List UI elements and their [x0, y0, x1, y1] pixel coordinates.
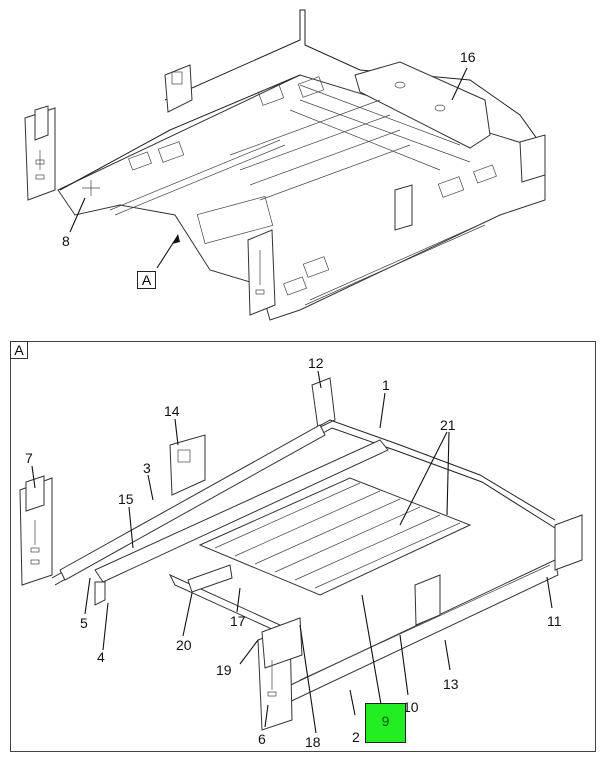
leader-17 [236, 587, 241, 613]
leader-7 [31, 465, 36, 489]
callout-11[interactable]: 11 [547, 613, 562, 629]
leader-6 [264, 704, 269, 728]
overview-drawing [24, 9, 546, 321]
leader-10 [399, 634, 409, 696]
bracket-14 [169, 434, 206, 496]
leader-14 [174, 418, 179, 446]
detail-view-frame [10, 341, 596, 752]
leader-8 [69, 197, 86, 233]
leader-1 [379, 392, 386, 429]
right-bracket-11 [554, 514, 583, 571]
callout-4[interactable]: 4 [97, 649, 105, 665]
callout-18[interactable]: 18 [305, 734, 321, 750]
leader-20 [182, 592, 193, 637]
leader-18 [299, 624, 317, 734]
leader-13 [444, 639, 451, 671]
emboss-pattern [82, 76, 497, 306]
callout-8[interactable]: 8 [62, 233, 70, 249]
view-marker-a[interactable]: A [137, 271, 156, 289]
callout-13[interactable]: 13 [443, 676, 459, 692]
callout-20[interactable]: 20 [176, 637, 192, 653]
callout-1[interactable]: 1 [382, 377, 390, 393]
leader-19 [239, 639, 259, 665]
detail-view-tag: A [10, 341, 28, 359]
front-pillar [247, 229, 276, 316]
view-arrow-head [172, 234, 180, 244]
callout-17[interactable]: 17 [230, 613, 246, 629]
cross-member-17 [168, 573, 287, 637]
leader-12 [317, 370, 322, 389]
callout-3[interactable]: 3 [143, 460, 151, 476]
leader-5 [84, 577, 91, 615]
leader-11 [546, 576, 553, 609]
leader-15 [128, 506, 134, 549]
leader-21a [399, 431, 448, 526]
latch-bracket [414, 574, 441, 626]
callout-6[interactable]: 6 [258, 731, 266, 747]
callout-14[interactable]: 14 [164, 403, 180, 419]
callout-9-highlighted[interactable]: 9 [365, 703, 406, 743]
leader-16 [451, 67, 468, 101]
leader-4 [102, 602, 109, 651]
callout-15[interactable]: 15 [118, 491, 134, 507]
hump-cover [354, 61, 491, 149]
callout-19[interactable]: 19 [216, 662, 232, 678]
side-rail-3 [59, 424, 326, 581]
view-arrow-line [156, 239, 176, 269]
callout-5[interactable]: 5 [80, 615, 88, 631]
bracket-12 [311, 377, 336, 429]
callout-16[interactable]: 16 [460, 49, 476, 65]
callout-12[interactable]: 12 [308, 355, 324, 371]
floor-members [198, 477, 472, 596]
callout-2[interactable]: 2 [352, 729, 360, 745]
bracket-20 [187, 564, 233, 593]
leader-9 [361, 594, 383, 711]
leader-3 [147, 474, 154, 501]
leader-21b [446, 431, 450, 516]
callout-10[interactable]: 10 [403, 699, 419, 715]
cross-rail-4 [94, 439, 389, 583]
leader-2 [349, 689, 356, 716]
callout-7[interactable]: 7 [25, 450, 33, 466]
callout-21[interactable]: 21 [440, 417, 456, 433]
